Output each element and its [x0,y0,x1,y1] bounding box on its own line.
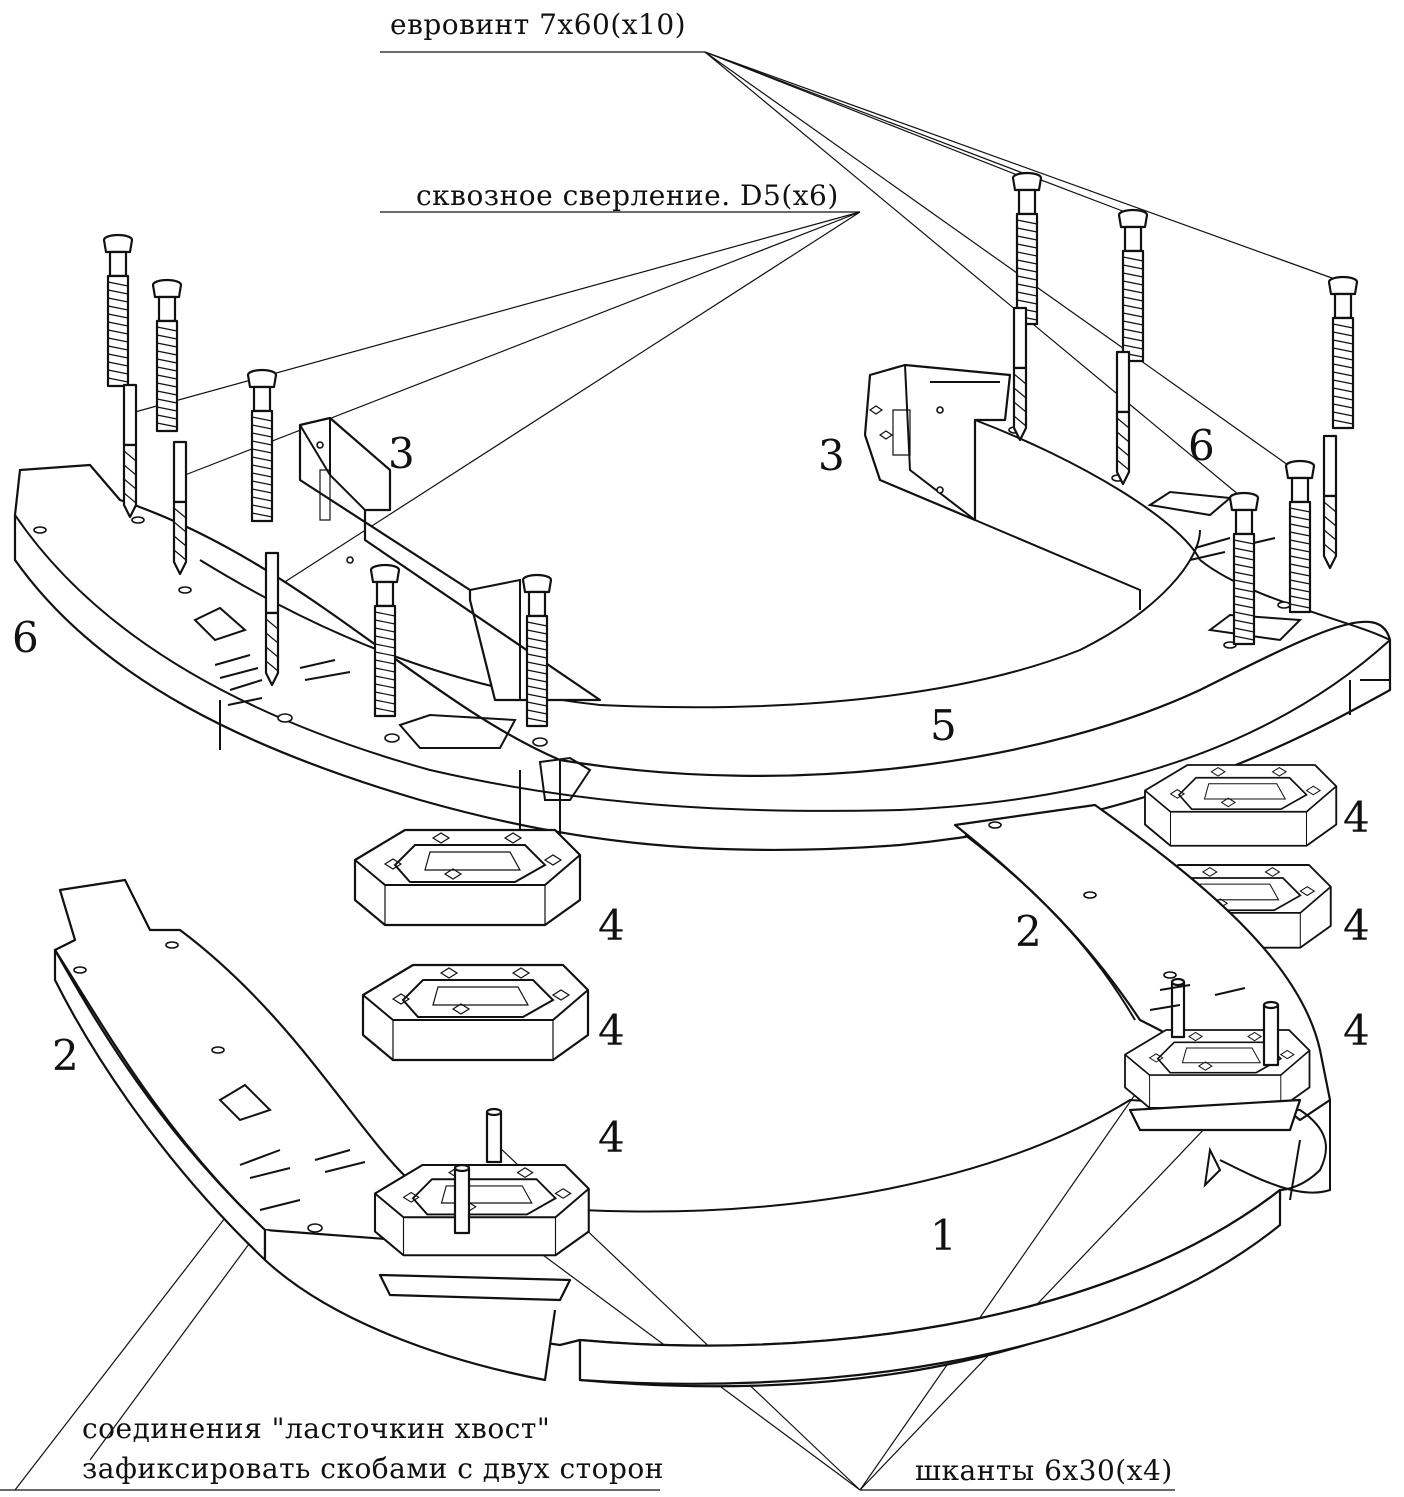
drill-icon [122,383,138,519]
part-number-4-a: 4 [598,901,625,950]
screws-top-right [1011,171,1359,646]
part-number-2-left: 2 [52,1031,79,1080]
bottom-arc-part-1 [263,1098,1331,1388]
drill-icon [1115,350,1131,486]
block-icon [353,828,582,927]
part-number-6-left: 6 [12,613,39,662]
left-arc-part-2 [53,878,422,1262]
part-number-4-b: 4 [598,1006,625,1055]
part-number-3-right: 3 [818,431,845,480]
block-icon [1124,1029,1311,1109]
drilling-label: сквозное сверление. D5(х6) [416,179,839,212]
screw-icon [151,278,183,433]
screw-icon [1284,459,1316,614]
eurovint-label: евровинт 7х60(х10) [390,8,686,41]
part-number-5: 5 [930,701,957,750]
screw-icon [369,563,401,718]
dovetail-label-line1: соединения "ласточкин хвост" [82,1412,550,1445]
dovetail-label-line2: зафиксировать скобами с двух сторон [82,1452,664,1485]
screw-icon [1117,208,1149,363]
dowel-icon [453,1163,471,1235]
screw-icon [1327,275,1359,430]
block-icon [361,963,590,1062]
part-number-6-right: 6 [1188,421,1215,470]
part-number-4-e: 4 [1343,901,1370,950]
dowel-icon [1170,977,1186,1039]
part-number-4-c: 4 [598,1113,625,1162]
drill-icon [1012,306,1028,442]
drill-icon [172,440,188,576]
dowel-icon [485,1107,503,1164]
bracket-part-3-left [298,416,602,702]
screw-icon [246,368,278,523]
bottom-blocks-with-dowels [373,977,1311,1302]
dowel-icon [1262,1000,1280,1067]
leader-lines [0,51,1344,1491]
part-number-4-f: 4 [1343,1006,1370,1055]
drill-icon [264,551,280,687]
screw-icon [1228,491,1260,646]
block-icon [373,1163,590,1257]
drill-icon [1322,434,1338,570]
part-number-4-d: 4 [1343,793,1370,842]
part-number-1: 1 [930,1211,957,1260]
block-icon [1144,764,1338,847]
screw-icon [102,233,134,388]
dowels-label: шканты 6х30(х4) [915,1454,1173,1487]
bracket-part-3-right [863,363,1141,610]
part-number-2-right: 2 [1015,907,1042,956]
screw-icon [1011,171,1043,326]
screw-icon [521,573,553,728]
part-number-3-left: 3 [388,429,415,478]
